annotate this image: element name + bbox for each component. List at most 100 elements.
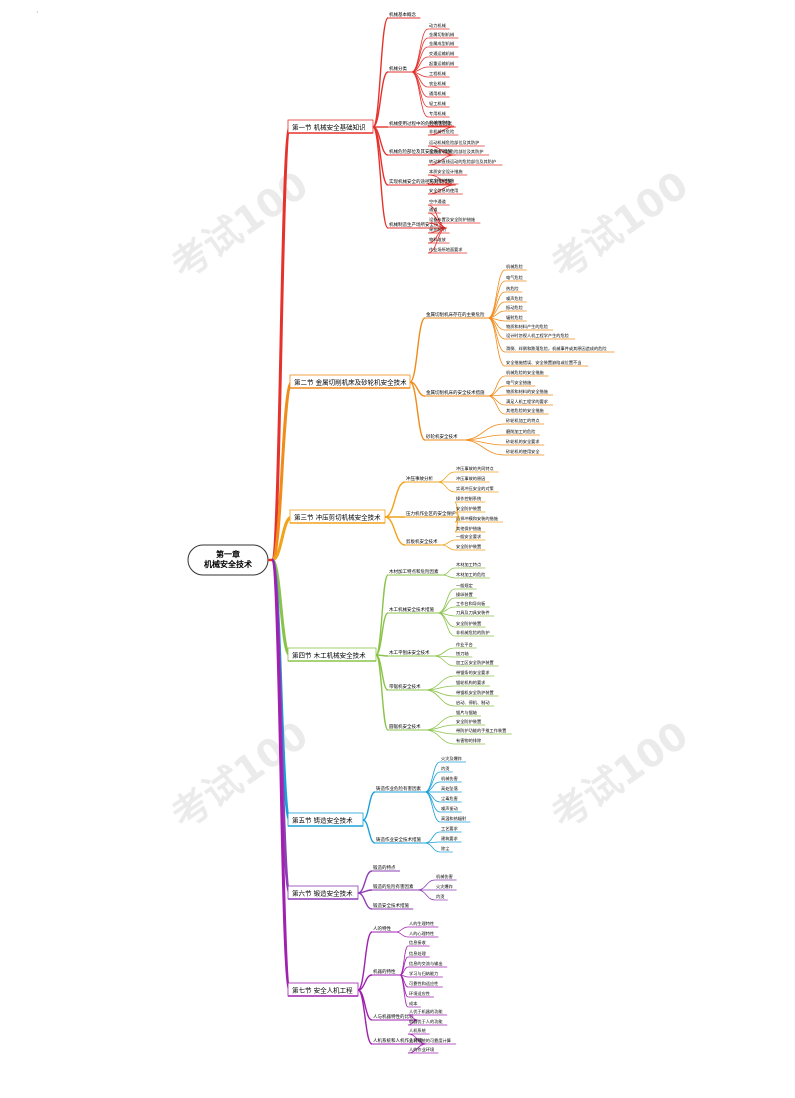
leaf-label: 物质和材料产生的危险	[506, 323, 549, 330]
leaf-label: 农业机械	[429, 80, 447, 87]
leaf-label: 火灾爆炸	[436, 883, 454, 890]
section-label: 第一节 机械安全基础知识	[292, 123, 366, 132]
leaf-label: 设计时忽视人机工程学产生的危险	[506, 332, 570, 339]
leaf-label: 非机械危险的防护	[456, 629, 490, 636]
leaf-label: 辐射危险	[506, 314, 524, 321]
section-label: 第七节 安全人机工程	[292, 986, 353, 995]
leaf-label: 砂轮机的安全要求	[506, 438, 540, 445]
leaf-label: 工程机械	[429, 70, 447, 77]
leaf-label: 安全防护装置	[456, 505, 481, 512]
leaf-label: 滑倒、绊倒和跌落危险，机械事件或其原因造成的危险	[506, 345, 607, 352]
leaf-label: 电气安全措施	[506, 379, 532, 386]
leaf-label: 机械危险	[506, 263, 524, 270]
leaf-label: 振动危险	[506, 304, 524, 311]
leaf-label: 尘毒危害	[441, 795, 458, 802]
leaf-label: 信息接收	[409, 939, 427, 946]
topic-label: 人机系统和人机作业环境	[373, 1037, 423, 1044]
root-label: 机械安全技术	[204, 559, 252, 569]
root-label: 第一章	[216, 549, 240, 559]
leaf-label: 人的作业环境	[409, 1046, 434, 1053]
leaf-label: 带锯机安全防护装置	[456, 689, 494, 696]
leaf-label: 交通运输机械	[429, 50, 455, 57]
leaf-label: 本质安全设计措施	[429, 168, 463, 175]
leaf-label: 木材加工的危险	[456, 571, 486, 578]
topic-label: 木材加工特点和危险因素	[389, 568, 439, 575]
topic-label: 铸造作业安全技术措施	[376, 836, 421, 843]
leaf-label: 机械性危险	[429, 119, 451, 126]
leaf-label: 安全防护装置	[456, 718, 481, 725]
leaf-label: 作业平台	[456, 641, 473, 648]
leaf-label: 作业场所地面要求	[429, 246, 463, 253]
leaf-label: 通用机械	[429, 90, 447, 97]
topic-label: 带锯机安全技术	[389, 683, 421, 690]
leaf-label: 安全防护装置	[456, 543, 481, 550]
topic-label: 锻造安全技术措施	[373, 902, 409, 909]
section-label: 第二节 金属切削机床及砂轮机安全技术	[294, 378, 407, 387]
section-label: 第六节 锻造安全技术	[292, 889, 353, 898]
leaf-label: 通道	[429, 206, 438, 213]
leaf-label: 安全防护装置	[456, 620, 481, 627]
topic-label: 人与机器特性的比较	[373, 1013, 414, 1020]
topic-label: 机械制造生产场所安全技术	[389, 221, 443, 228]
topic-label: 圆锯机安全技术	[389, 723, 421, 730]
topic-label: 木工机械安全技术措施	[389, 606, 434, 613]
corner-dot: ·	[36, 8, 39, 17]
leaf-label: 刨刀轴	[456, 650, 469, 657]
leaf-label: 满足人机工程学的要求	[506, 398, 549, 405]
topic-label: 压力机作业区的安全保护	[406, 510, 456, 517]
leaf-label: 设备布置及安全防护措施	[429, 216, 476, 223]
leaf-label: 其他保护措施	[456, 525, 482, 532]
leaf-label: 木材加工特点	[456, 561, 481, 568]
leaf-label: 金属切削机械	[429, 31, 455, 38]
leaf-label: 实现冲压安全的对策	[456, 485, 495, 492]
leaf-label: 工艺要求	[441, 825, 459, 832]
topic-label: 冲压事故分析	[406, 475, 433, 482]
leaf-label: 安全措施错误、安全装置缺陷或位置不当	[506, 359, 581, 366]
leaf-label: 带防护功能的手推工作装置	[456, 727, 506, 734]
leaf-label: 机械危险的安全措施	[506, 369, 545, 376]
leaf-label: 人机系统的可靠度计算	[409, 1037, 451, 1044]
leaf-label: 一般安全要求	[456, 533, 482, 540]
leaf-label: 砂轮机加工的特点	[506, 417, 540, 424]
leaf-label: 磨削加工的危险	[506, 428, 536, 435]
topic-label: 锻造的危险有害因素	[373, 883, 414, 890]
topic-label: 机械分类	[389, 65, 407, 72]
leaf-label: 采光照明	[429, 226, 446, 233]
topic-label: 砂轮机安全技术	[426, 433, 458, 440]
topic-label: 机械危险部位及其安全防护措施	[389, 148, 452, 155]
leaf-label: 高温和热辐射	[441, 815, 466, 822]
leaf-label: 人的心理特性	[409, 930, 434, 937]
leaf-label: 其他危险的安全措施	[506, 407, 545, 414]
leaf-label: 转动和直线运动的危险部位及其防护	[429, 158, 496, 165]
topic-label: 剪板机安全技术	[406, 538, 438, 545]
leaf-label: 锯片与锯轴	[456, 709, 477, 716]
leaf-label: 刀具及刀具安装件	[456, 609, 490, 616]
leaf-label: 高处坠落	[441, 785, 459, 792]
topic-label: 金属切削机床的安全技术措施	[426, 389, 485, 396]
leaf-label: 直线运动的危险部位及其防护	[429, 148, 483, 155]
leaf-label: 启动、停机、制动	[456, 699, 490, 706]
leaf-label: 机器优于人的功能	[409, 1018, 443, 1025]
topic-label: 金属切削机床存在的主要危险	[426, 311, 485, 318]
leaf-label: 机械伤害	[436, 873, 453, 880]
leaf-label: 一般规定	[456, 582, 473, 589]
leaf-label: 噪声振动	[441, 805, 458, 812]
topic-label: 机械基本概念	[389, 11, 416, 18]
leaf-label: 灼烫	[436, 893, 445, 900]
leaf-label: 有害物的排除	[456, 737, 482, 744]
leaf-label: 动力机械	[429, 22, 447, 29]
leaf-label: 金属成型机械	[429, 40, 455, 47]
topic-label: 铸造作业危险有害因素	[376, 785, 421, 792]
leaf-label: 运动机械危险部位及其防护	[429, 139, 479, 146]
leaf-label: 学习与归纳能力	[409, 970, 438, 977]
leaf-label: 噪声危险	[506, 295, 524, 302]
leaf-label: 电气危险	[506, 274, 524, 281]
leaf-label: 安全信息的使用	[429, 187, 458, 194]
leaf-label: 成本	[409, 1000, 418, 1007]
leaf-label: 机械伤害	[441, 775, 458, 782]
leaf-label: 环境适应性	[409, 990, 430, 997]
leaf-label: 起重运输机械	[429, 60, 455, 67]
leaf-label: 灼烫	[441, 765, 450, 772]
leaf-label: 操纵装置	[456, 591, 473, 598]
